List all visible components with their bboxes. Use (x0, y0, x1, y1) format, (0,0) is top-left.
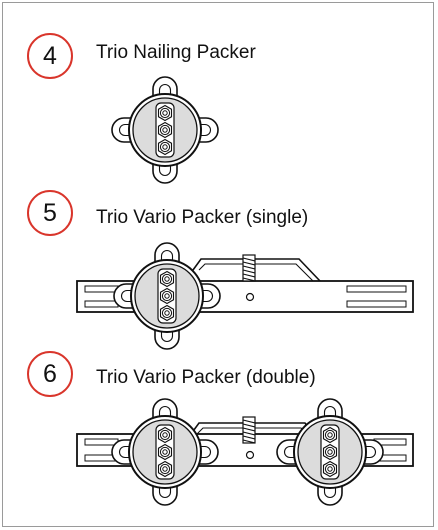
vario-packer-single-illustration (76, 243, 414, 349)
item-number: 5 (43, 198, 57, 227)
item-number-badge: 5 (27, 190, 73, 236)
item-label: Trio Vario Packer (single) (96, 207, 309, 228)
item-number-badge: 4 (27, 33, 73, 79)
item-number-badge: 6 (27, 351, 73, 397)
item-label: Trio Nailing Packer (96, 42, 256, 63)
vario-packer-double-illustration (76, 399, 414, 505)
panel-frame (2, 2, 434, 527)
item-number: 6 (43, 359, 57, 388)
item-number: 4 (43, 41, 57, 70)
item-label: Trio Vario Packer (double) (96, 367, 316, 388)
nailing-packer-illustration (112, 77, 218, 183)
